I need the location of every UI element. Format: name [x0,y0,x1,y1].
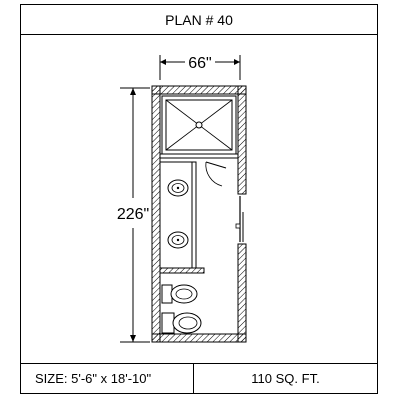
shower [159,95,239,159]
area-value: 110 SQ. FT. [251,371,320,386]
wall-ticks [238,193,246,245]
exterior-walls [151,85,247,343]
area-cell: 110 SQ. FT. [194,364,377,393]
toilet [161,312,202,334]
plan-title: PLAN # 40 [165,11,233,28]
width-dimension: 66" [159,55,241,80]
plan-title-bar: PLAN # 40 [21,5,377,35]
size-value: 5'-6" x 18'-10" [71,371,152,386]
size-label: SIZE: [35,371,68,386]
partition-wall [159,267,205,274]
size-cell: SIZE: 5'-6" x 18'-10" [21,364,194,393]
door-swing [205,161,227,187]
entry-door [235,196,244,242]
width-label: 66" [188,55,211,72]
plan-frame: PLAN # 40 SIZE: 5'-6" x 18'-10" 110 SQ. … [20,4,378,394]
length-dimension: 226" [117,87,150,343]
length-label: 226" [117,206,149,223]
vanity [159,161,197,269]
plan-footer: SIZE: 5'-6" x 18'-10" 110 SQ. FT. [21,363,377,393]
sink-lower [167,231,189,249]
sink-upper [167,179,189,197]
bidet [161,284,198,304]
